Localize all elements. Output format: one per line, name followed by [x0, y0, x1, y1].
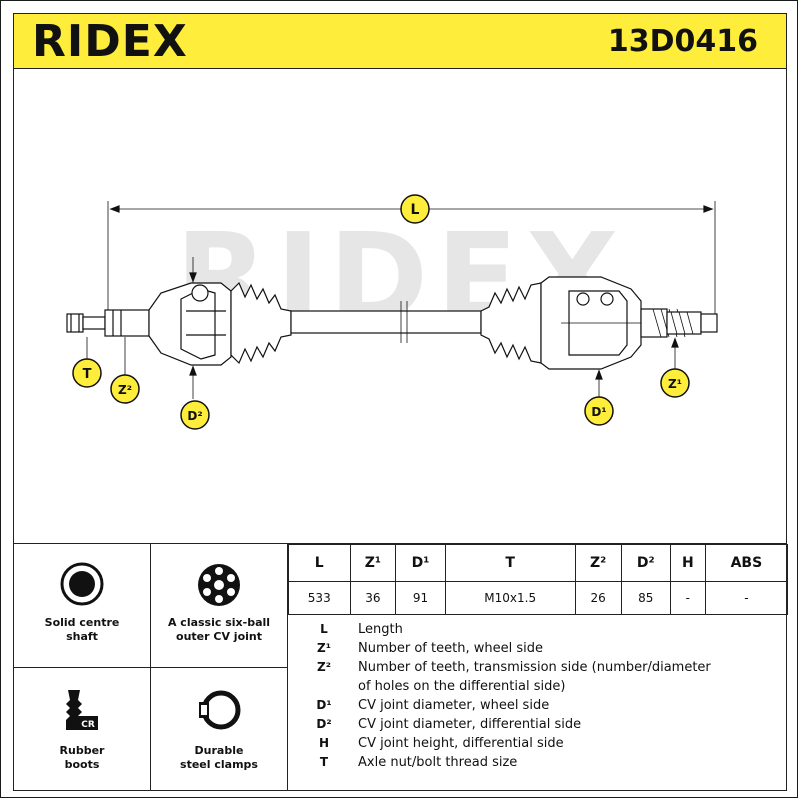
legend-text: Axle nut/bolt thread size: [358, 755, 518, 770]
feature-six-ball-joint: A classic six-ball outer CV joint: [151, 544, 288, 668]
spec-header: ABS: [704, 544, 789, 582]
spec-header-row: L Z¹ D¹ T Z² D² H ABS: [288, 544, 789, 582]
dimension-badge-t: T: [72, 358, 102, 388]
badge-label-d2: D²: [187, 409, 202, 423]
legend-text: of holes on the differential side): [358, 679, 566, 694]
dimension-badge-z2: Z²: [110, 374, 140, 404]
dimension-badge-d2: D²: [180, 400, 210, 430]
feature-caption-line1: Rubber: [59, 744, 105, 757]
legend-symbol: D¹: [316, 698, 332, 712]
feature-caption-line2: steel clamps: [180, 758, 258, 771]
spec-value: 85: [620, 581, 671, 615]
badge-label-z1: Z¹: [668, 377, 682, 391]
six-ball-joint-icon: [198, 564, 240, 606]
badge-label-d1: D¹: [591, 405, 606, 419]
legend-symbol: Z¹: [317, 641, 331, 655]
spec-value-row: 533 36 91 M10x1.5 26 85 - -: [288, 581, 789, 615]
legend-text: CV joint diameter, wheel side: [358, 698, 550, 713]
badge-label-l: L: [411, 202, 420, 218]
rubber-boot-icon-text: CR: [81, 720, 95, 730]
rubber-boot-icon: CR: [66, 690, 98, 730]
brand-logo: RIDEX: [32, 16, 188, 67]
dimension-badge-l: L: [400, 194, 430, 224]
spec-header: H: [669, 544, 706, 582]
drawing-frame: [13, 69, 787, 543]
badge-label-t: T: [83, 367, 92, 382]
badge-label-z2: Z²: [118, 383, 132, 397]
spec-value: 26: [574, 581, 622, 615]
spec-value: 533: [288, 581, 351, 615]
part-number: 13D0416: [607, 24, 758, 59]
legend-symbol: D²: [316, 717, 332, 731]
spec-header: Z¹: [349, 544, 397, 582]
spec-header: Z²: [574, 544, 622, 582]
spec-value: 91: [395, 581, 446, 615]
feature-steel-clamps: Durable steel clamps: [151, 668, 288, 790]
feature-caption-line1: Durable: [194, 744, 244, 757]
feature-caption-line2: outer CV joint: [176, 630, 262, 643]
dimension-badge-d1: D¹: [584, 396, 614, 426]
spec-section: Solid centre shaft A classic six-ball ou…: [13, 543, 789, 791]
legend-text: CV joint height, differential side: [358, 736, 564, 751]
legend-symbol: H: [318, 736, 330, 750]
spec-header: L: [288, 544, 351, 582]
legend-text: CV joint diameter, differential side: [358, 717, 582, 732]
feature-caption-line1: Solid centre: [44, 616, 120, 629]
legend-symbol: Z²: [317, 660, 331, 674]
legend-text: Number of teeth, transmission side (numb…: [358, 660, 711, 675]
spec-header: D²: [620, 544, 671, 582]
steel-clamp-icon: [199, 690, 241, 730]
spec-value: 36: [349, 581, 397, 615]
solid-shaft-icon: [60, 562, 104, 606]
legend-text: Length: [358, 622, 403, 637]
feature-caption-line2: shaft: [66, 630, 98, 643]
spec-table: L Z¹ D¹ T Z² D² H ABS 533 36 91 M10x1.5 …: [288, 544, 789, 615]
dimension-badge-z1: Z¹: [660, 368, 690, 398]
spec-value: M10x1.5: [444, 581, 576, 615]
header-bar: RIDEX 13D0416: [13, 13, 787, 69]
drive-shaft-drawing: RIDEX: [66, 194, 718, 430]
spec-header: D¹: [395, 544, 446, 582]
legend-text: Number of teeth, wheel side: [358, 641, 543, 656]
spec-header: T: [444, 544, 576, 582]
feature-solid-shaft: Solid centre shaft: [14, 544, 151, 668]
spec-value: -: [669, 581, 706, 615]
legend-symbol: L: [320, 622, 328, 636]
feature-rubber-boots: CR Rubber boots: [14, 668, 151, 790]
feature-caption-line2: boots: [64, 758, 100, 771]
feature-caption-line1: A classic six-ball: [167, 616, 271, 629]
legend-symbol: T: [319, 755, 329, 769]
spec-value: -: [704, 581, 789, 615]
